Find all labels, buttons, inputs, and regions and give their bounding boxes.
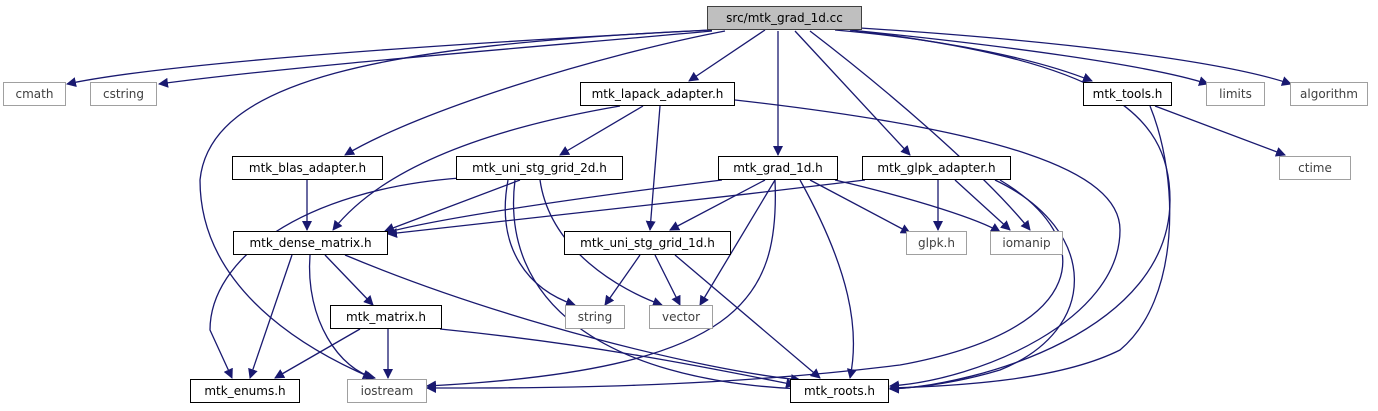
node-glpk-h: glpk.h [906, 231, 967, 255]
edge-root-algorithm [859, 27, 1292, 86]
edge-grad-vector [699, 179, 776, 306]
edge-root-blas [344, 30, 726, 156]
node-mtk-blas-adapter-h[interactable]: mtk_blas_adapter.h [232, 156, 383, 180]
edge-grad-dense [384, 179, 723, 236]
edge-grid1d-string [604, 254, 641, 306]
node-algorithm: algorithm [1290, 82, 1368, 106]
edge-tools-ctime [1154, 105, 1286, 157]
node-mtk-matrix-h[interactable]: mtk_matrix.h [330, 305, 442, 329]
node-mtk-lapack-adapter-h[interactable]: mtk_lapack_adapter.h [580, 82, 735, 106]
edge-lapack-grid1d [645, 105, 661, 231]
edge-root-tools [834, 29, 1093, 83]
node-cmath: cmath [3, 82, 66, 106]
edge-glpk-adapter-iomanip [954, 179, 1011, 231]
edge-glpk-adapter-iostream [426, 179, 1064, 394]
edge-root-glpk-adapter [794, 30, 911, 156]
edge-lapack-dense [332, 105, 621, 231]
edge-grad-iomanip [834, 179, 1001, 233]
node-limits: limits [1206, 82, 1265, 106]
node-mtk-grad-1d-h[interactable]: mtk_grad_1d.h [718, 156, 838, 180]
node-ctime: ctime [1279, 156, 1351, 180]
edge-dense-roots [344, 254, 801, 385]
edge-tools-roots [889, 105, 1171, 393]
edge-dense-iostream [308, 254, 376, 381]
edge-grad-roots [799, 179, 857, 379]
edge-dense-matrix [324, 254, 374, 306]
edge-glpk-adapter-dense [387, 179, 866, 239]
edge-grid2d-enums [209, 177, 461, 379]
node-string: string [565, 305, 625, 329]
edge-lapack-grid2d [559, 105, 644, 156]
edge-grid2d-roots [513, 179, 801, 394]
node-mtk-glpk-adapter-h[interactable]: mtk_glpk_adapter.h [862, 156, 1011, 180]
edge-lapack-roots [734, 99, 1121, 391]
edge-glpk-adapter-roots [889, 179, 1075, 394]
node-mtk-dense-matrix-h[interactable]: mtk_dense_matrix.h [233, 231, 388, 255]
node-mtk-enums-h[interactable]: mtk_enums.h [190, 379, 300, 403]
edge-matrix-enums [274, 328, 361, 379]
edge-grad-glpk [809, 179, 911, 234]
node-mtk-grad-1d-cc[interactable]: src/mtk_grad_1d.cc [707, 6, 862, 30]
edge-matrix-roots [439, 328, 796, 389]
node-cstring: cstring [90, 82, 157, 106]
edge-grad-iostream [426, 179, 777, 391]
node-mtk-uni-stg-grid-1d-h[interactable]: mtk_uni_stg_grid_1d.h [564, 231, 731, 255]
edge-root-iostream [199, 29, 713, 380]
node-iomanip: iomanip [990, 231, 1063, 255]
edge-root-iomanip [809, 30, 1031, 231]
edge-root-lapack [688, 29, 766, 82]
node-iostream: iostream [347, 379, 427, 403]
edge-grad-grid1d [669, 179, 766, 231]
edge-grid1d-vector [654, 254, 681, 306]
edge-grid1d-roots [674, 254, 821, 379]
node-vector: vector [649, 305, 713, 329]
edge-grid2d-string [504, 179, 576, 307]
node-mtk-roots-h[interactable]: mtk_roots.h [790, 379, 889, 403]
node-mtk-uni-stg-grid-2d-h[interactable]: mtk_uni_stg_grid_2d.h [456, 156, 623, 180]
edge-root-cstring [158, 30, 713, 88]
edge-grid2d-dense [384, 179, 521, 233]
edge-dense-enums [248, 254, 293, 379]
node-mtk-tools-h[interactable]: mtk_tools.h [1083, 82, 1172, 106]
edge-root-limits [849, 29, 1209, 86]
